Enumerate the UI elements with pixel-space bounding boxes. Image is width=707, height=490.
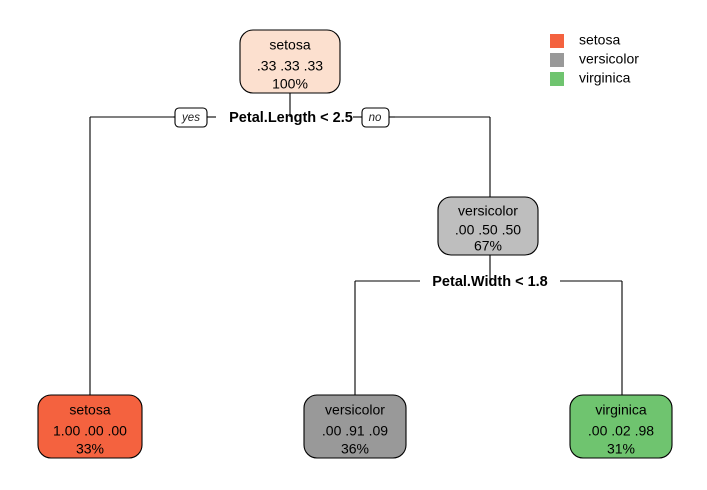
legend-swatch-versicolor: [550, 53, 564, 67]
legend-swatch-virginica: [550, 72, 564, 86]
node-internal-versicolor-pct: 67%: [474, 238, 502, 254]
node-internal-versicolor[interactable]: versicolor .00 .50 .50 67%: [437, 196, 539, 256]
node-leaf-versicolor-box[interactable]: [303, 394, 407, 459]
node-internal-versicolor-box[interactable]: [437, 196, 539, 256]
node-root-box[interactable]: [239, 29, 341, 94]
node-leaf-setosa-box[interactable]: [37, 394, 143, 459]
node-internal-versicolor-probs: .00 .50 .50: [455, 222, 521, 238]
node-root-pct: 100%: [272, 76, 308, 92]
split-petal-length[interactable]: yes Petal.Length < 2.5 no: [173, 107, 395, 128]
node-leaf-setosa-pct: 33%: [76, 441, 104, 457]
yes-label-text: yes: [181, 112, 200, 124]
legend-item-virginica[interactable]: virginica: [550, 70, 631, 86]
legend-label-virginica: virginica: [579, 70, 631, 86]
node-root[interactable]: setosa .33 .33 .33 100%: [239, 29, 341, 94]
node-internal-versicolor-class: versicolor: [458, 203, 518, 219]
node-leaf-virginica-class: virginica: [595, 402, 647, 418]
legend-label-setosa: setosa: [579, 32, 620, 48]
node-leaf-virginica-probs: .00 .02 .98: [588, 423, 654, 439]
node-leaf-versicolor-class: versicolor: [325, 402, 385, 418]
node-leaf-versicolor[interactable]: versicolor .00 .91 .09 36%: [303, 394, 407, 459]
node-leaf-versicolor-pct: 36%: [341, 441, 369, 457]
node-root-probs: .33 .33 .33: [257, 58, 323, 74]
node-leaf-setosa[interactable]: setosa 1.00 .00 .00 33%: [37, 394, 143, 459]
legend-item-setosa[interactable]: setosa: [550, 32, 620, 48]
no-label-text: no: [369, 112, 382, 124]
legend-label-versicolor: versicolor: [579, 51, 639, 67]
node-leaf-setosa-probs: 1.00 .00 .00: [53, 423, 127, 439]
node-leaf-virginica[interactable]: virginica .00 .02 .98 31%: [569, 394, 673, 459]
legend-swatch-setosa: [550, 34, 564, 48]
split-petal-width-label: Petal.Width < 1.8: [432, 274, 548, 290]
node-leaf-virginica-box[interactable]: [569, 394, 673, 459]
node-leaf-versicolor-probs: .00 .91 .09: [322, 423, 388, 439]
legend-item-versicolor[interactable]: versicolor: [550, 51, 639, 67]
edge-group: [89, 93, 623, 395]
node-root-class: setosa: [269, 37, 310, 53]
node-leaf-setosa-class: setosa: [69, 402, 110, 418]
split-petal-length-label: Petal.Length < 2.5: [229, 110, 353, 126]
split-petal-width[interactable]: Petal.Width < 1.8: [432, 274, 548, 290]
node-leaf-virginica-pct: 31%: [607, 441, 635, 457]
legend: setosa versicolor virginica: [550, 32, 639, 86]
